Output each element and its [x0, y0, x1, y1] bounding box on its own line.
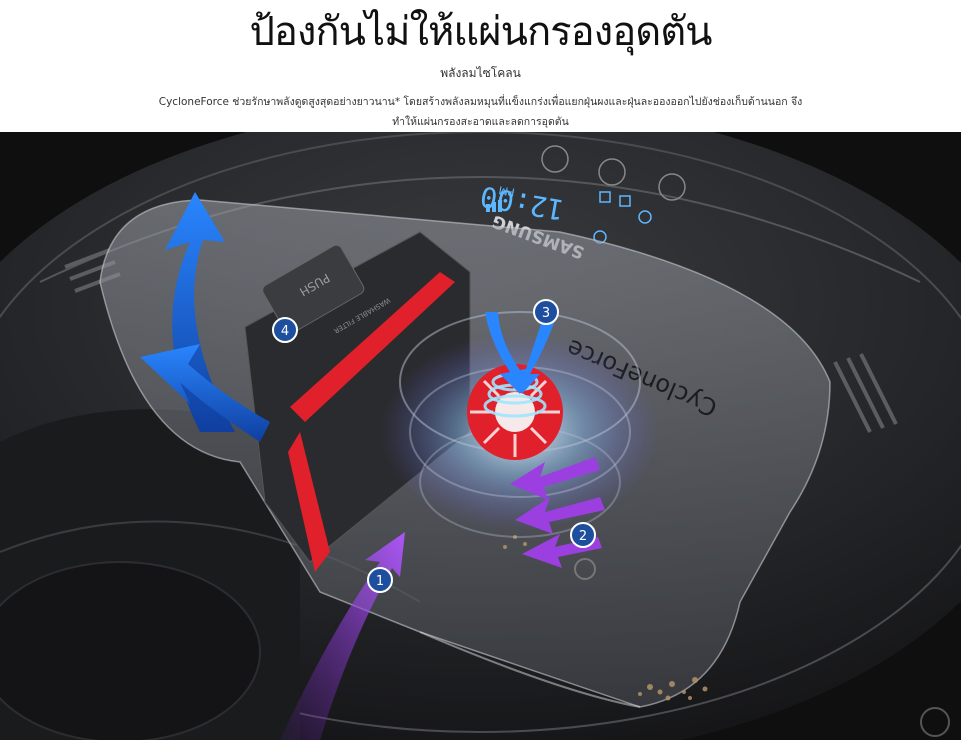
subheadline: พลังลมไซโคลน [440, 66, 521, 80]
callout-badges: 1 2 3 4 [272, 299, 596, 593]
page-title: ป้องกันไม่ให้แผ่นกรองอุดตัน [249, 9, 712, 55]
callout-number-4: 4 [281, 324, 289, 339]
cyclone-chamber [380, 311, 660, 538]
callout-badge-4: 4 [272, 317, 298, 343]
product-hero-image: 12:00 PM SAMSUNG [0, 132, 961, 740]
callout-number-2: 2 [579, 529, 587, 544]
robot-vacuum-illustration: 12:00 PM SAMSUNG [0, 132, 961, 740]
display-pm: PM [498, 183, 516, 199]
bin-latch [574, 558, 596, 580]
callout-badge-2: 2 [570, 522, 596, 548]
callout-badge-1: 1 [367, 567, 393, 593]
exhaust-air-arrows [140, 192, 558, 442]
corner-screw [920, 707, 950, 737]
callout-number-1: 1 [376, 574, 384, 589]
header: ป้องกันไม่ให้แผ่นกรองอุดตัน พลังลมไซโคลน… [0, 0, 961, 132]
description: CycloneForce ช่วยรักษาพลังดูดสูงสุดอย่าง… [158, 96, 803, 128]
callout-badge-3: 3 [533, 299, 559, 325]
callout-number-3: 3 [542, 306, 550, 321]
